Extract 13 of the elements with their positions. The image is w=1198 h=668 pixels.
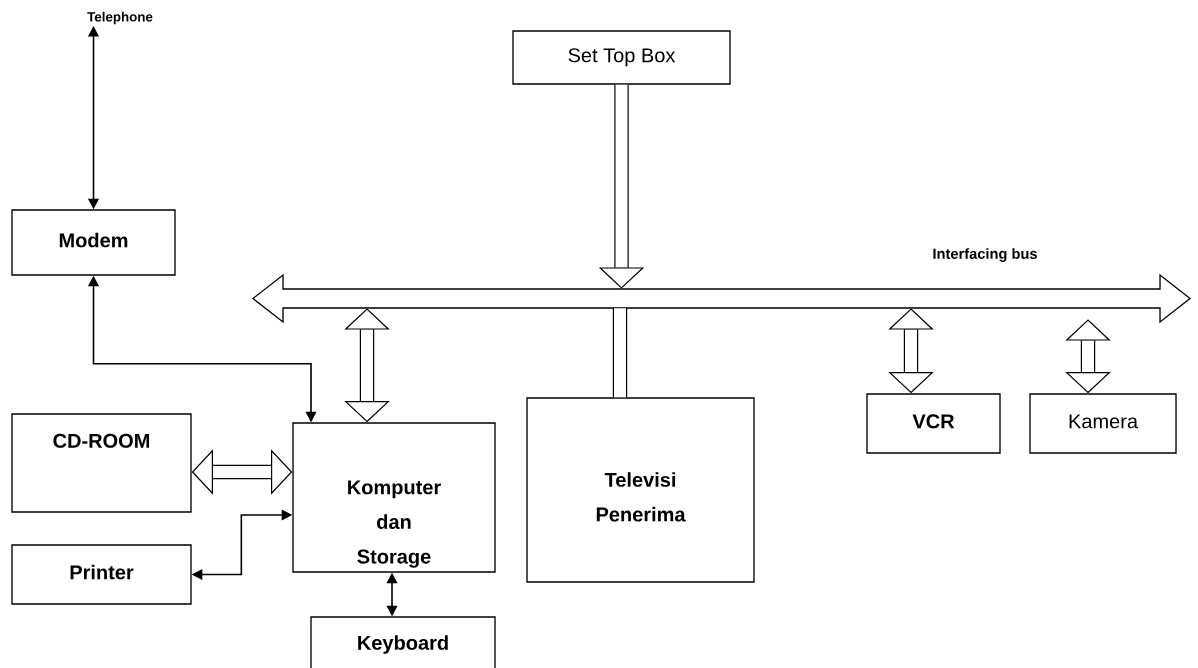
- device-box: Televisi Penerima: [526, 397, 755, 583]
- arrow: [888, 308, 934, 394]
- device-box: CD-ROOM: [11, 413, 192, 513]
- device-box: Modem: [11, 209, 176, 276]
- device-box: Set Top Box: [512, 30, 731, 85]
- arrow: [344, 308, 390, 423]
- device-box: Keyboard: [310, 616, 496, 668]
- label-text: Telephone: [87, 11, 153, 25]
- arrow: [1065, 319, 1111, 394]
- device-box: Komputer dan Storage: [292, 422, 496, 573]
- device-box: Printer: [11, 544, 192, 605]
- arrow: [191, 449, 293, 495]
- bus-label: Interfacing bus: [933, 248, 1037, 262]
